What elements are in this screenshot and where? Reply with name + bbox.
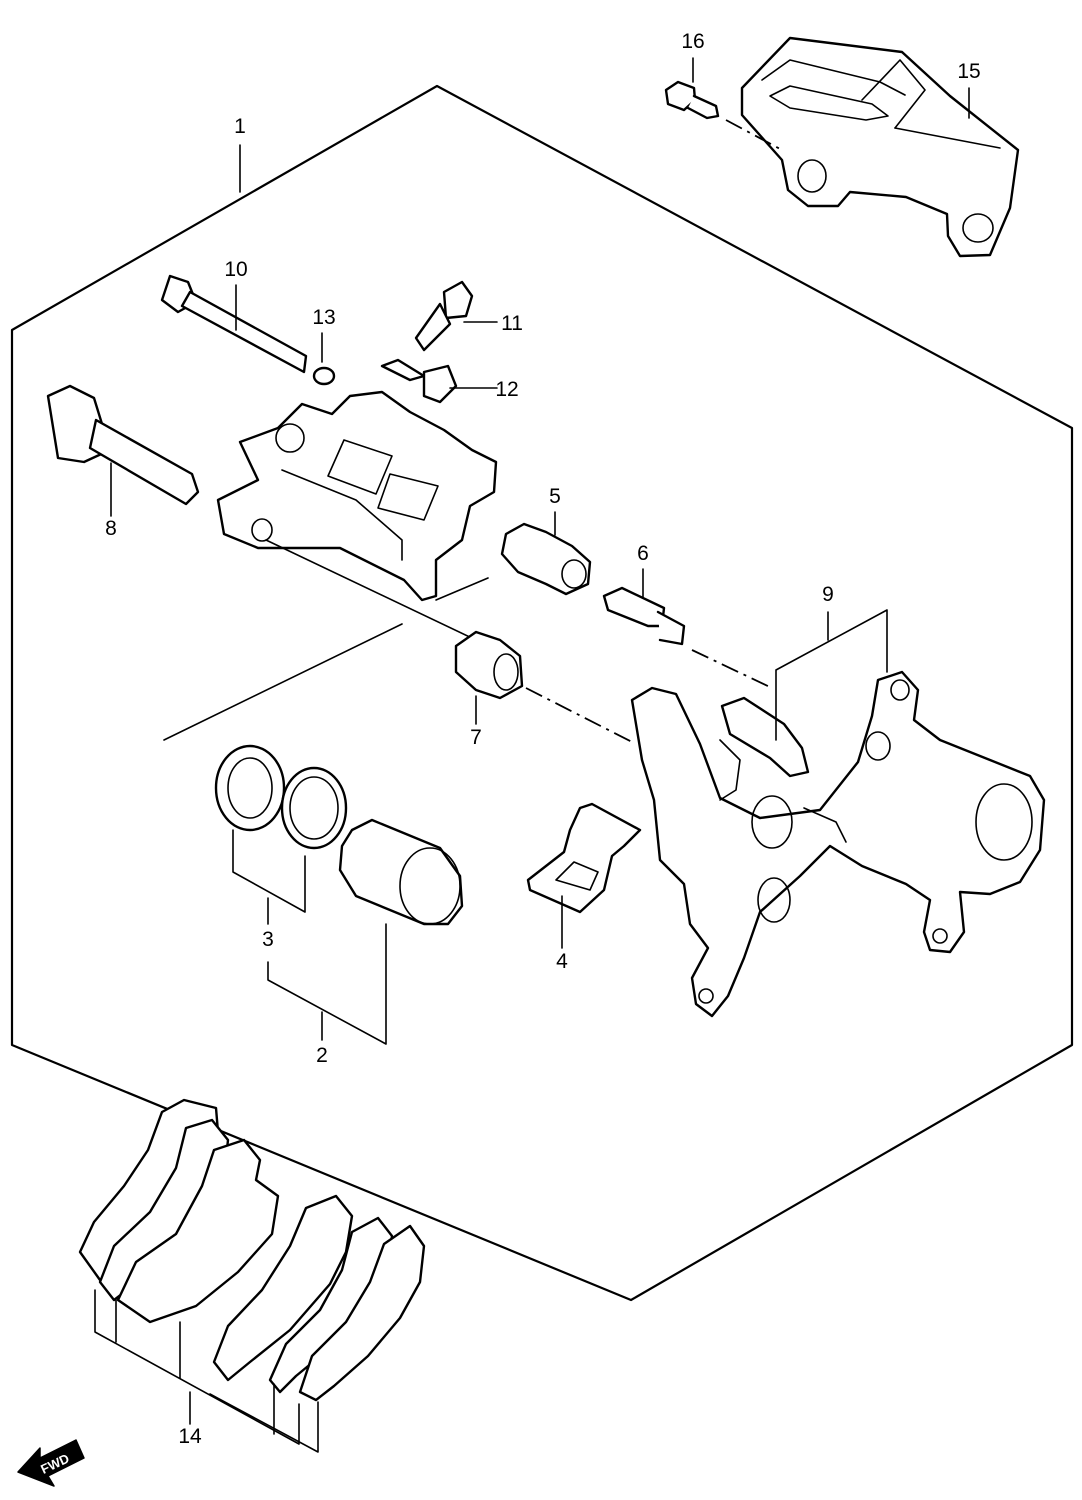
callout-6: 6 bbox=[637, 542, 649, 565]
callout-3: 3 bbox=[262, 928, 274, 951]
callout-5: 5 bbox=[549, 485, 561, 508]
part-12-cap[interactable] bbox=[380, 358, 458, 404]
part-15-bracket[interactable] bbox=[740, 36, 1020, 258]
callout-9: 9 bbox=[822, 583, 834, 606]
alignment-line-16 bbox=[725, 119, 783, 151]
part-2-piston[interactable] bbox=[338, 818, 464, 926]
part-14-pads-right[interactable] bbox=[212, 1194, 426, 1402]
callout-14: 14 bbox=[178, 1425, 202, 1448]
callout-8: 8 bbox=[105, 517, 117, 540]
part-13-oring[interactable] bbox=[312, 366, 336, 386]
callout-10: 10 bbox=[224, 258, 247, 281]
part-9-pad-spring[interactable] bbox=[720, 696, 810, 778]
caliper-body[interactable] bbox=[216, 390, 498, 602]
callout-labels: 1 2 3 4 5 6 7 8 9 10 11 12 13 14 15 16 bbox=[105, 30, 981, 1448]
part-5-sleeve[interactable] bbox=[500, 522, 592, 596]
fwd-arrow-icon: FWD bbox=[17, 1439, 85, 1487]
hidden-outline bbox=[265, 539, 477, 641]
callout-15: 15 bbox=[957, 60, 980, 83]
alignment-line-7 bbox=[525, 687, 633, 743]
callout-leaders bbox=[94, 57, 970, 1453]
part-16-bolt[interactable] bbox=[664, 80, 720, 120]
part-8-pin[interactable] bbox=[46, 384, 200, 506]
callout-11: 11 bbox=[501, 312, 523, 335]
part-4-pad-spring[interactable] bbox=[526, 802, 642, 914]
alignment-line-6 bbox=[691, 649, 773, 689]
callout-1: 1 bbox=[234, 115, 246, 138]
callout-2: 2 bbox=[316, 1044, 328, 1067]
callout-12: 12 bbox=[495, 378, 518, 401]
part-7-boot[interactable] bbox=[454, 630, 524, 700]
callout-16: 16 bbox=[681, 30, 704, 53]
part-14-pads-left[interactable] bbox=[78, 1098, 280, 1324]
assembly-boundary bbox=[10, 84, 1074, 1302]
callout-7: 7 bbox=[470, 726, 482, 749]
callout-4: 4 bbox=[556, 950, 568, 973]
hidden-outline bbox=[163, 577, 489, 741]
part-9-holder[interactable] bbox=[630, 670, 1046, 1018]
part-10-pin[interactable] bbox=[160, 274, 308, 374]
part-6-bolt[interactable] bbox=[602, 586, 686, 646]
part-3-seals[interactable] bbox=[214, 744, 348, 850]
part-11-bleeder-valve[interactable] bbox=[414, 280, 474, 352]
callout-13: 13 bbox=[312, 306, 335, 329]
